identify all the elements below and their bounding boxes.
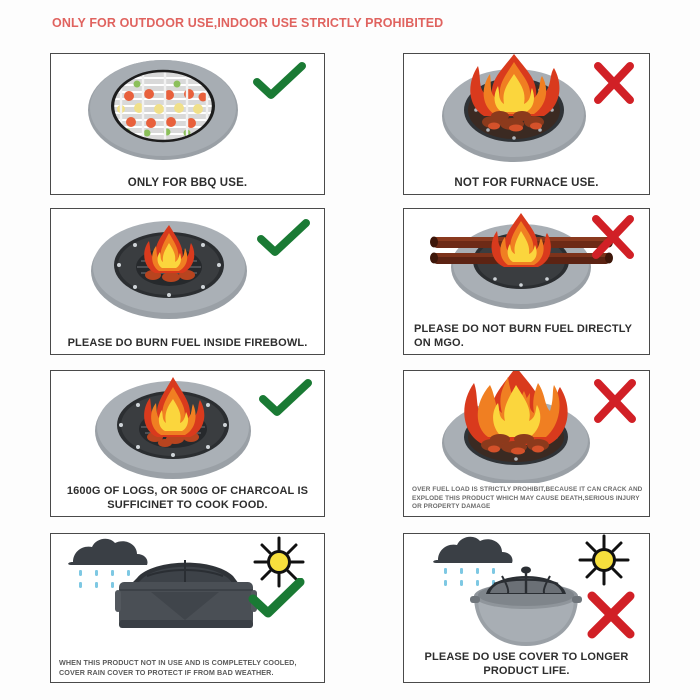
- sun: [578, 534, 630, 586]
- green-check-icon: [255, 219, 313, 259]
- art-firebowl-uncovered-with-spark-screen: [404, 534, 649, 649]
- panel-caption: WHEN THIS PRODUCT NOT IN USE AND IS COMP…: [59, 658, 297, 678]
- page-title: ONLY FOR OUTDOOR USE,INDOOR USE STRICTLY…: [52, 16, 444, 30]
- red-cross-icon: [590, 377, 640, 425]
- art-firebowl-with-rain-cover: [51, 534, 324, 642]
- green-check-icon: [247, 578, 307, 620]
- panel-burn-on-mgo: PLEASE DO NOT BURN FUEL DIRECTLY ON MGO.: [403, 208, 650, 355]
- art-firebowl-overloaded-flames: [404, 371, 649, 483]
- art-firebowl-correct-fuel-load: [51, 371, 324, 481]
- art-firebowl-logs-across-rim: [404, 209, 649, 313]
- art-firebowl-large-flames: [404, 54, 649, 166]
- panel-use-rain-cover: WHEN THIS PRODUCT NOT IN USE AND IS COMP…: [50, 533, 325, 683]
- panel-furnace-use: NOT FOR FURNACE USE.: [403, 53, 650, 195]
- panel-caption: ONLY FOR BBQ USE.: [127, 176, 248, 189]
- panel-fuel-load-correct: 1600G OF LOGS, OR 500G OF CHARCOAL IS SU…: [50, 370, 325, 517]
- panel-caption: PLEASE DO NOT BURN FUEL DIRECTLY ON MGO.: [414, 323, 632, 349]
- green-check-icon: [257, 379, 315, 419]
- art-firebowl-small-fire-inside: [51, 209, 324, 321]
- red-cross-icon: [584, 590, 638, 640]
- panel-bbq-use: ONLY FOR BBQ USE.: [50, 53, 325, 195]
- green-check-icon: [251, 62, 309, 102]
- panel-fuel-overload: OVER FUEL LOAD IS STRICTLY PROHIBIT,BECA…: [403, 370, 650, 517]
- red-cross-icon: [590, 60, 638, 106]
- firebowl-with-screen: [470, 566, 582, 646]
- panel-no-cover-used: PLEASE DO USE COVER TO LONGER PRODUCT LI…: [403, 533, 650, 683]
- rain-cloud: [433, 536, 513, 586]
- art-firebowl-with-grill-food: [51, 54, 324, 166]
- panel-caption: PLEASE DO USE COVER TO LONGER PRODUCT LI…: [424, 651, 629, 677]
- cover: [115, 560, 257, 628]
- panel-burn-inside-firebowl: PLEASE DO BURN FUEL INSIDE FIREBOWL.: [50, 208, 325, 355]
- panel-caption: OVER FUEL LOAD IS STRICTLY PROHIBIT,BECA…: [412, 486, 643, 511]
- sun: [253, 536, 305, 588]
- panel-caption: 1600G OF LOGS, OR 500G OF CHARCOAL IS SU…: [66, 485, 309, 511]
- panel-caption: PLEASE DO BURN FUEL INSIDE FIREBOWL.: [67, 336, 308, 349]
- red-cross-icon: [588, 213, 638, 261]
- panel-caption: NOT FOR FURNACE USE.: [454, 176, 599, 189]
